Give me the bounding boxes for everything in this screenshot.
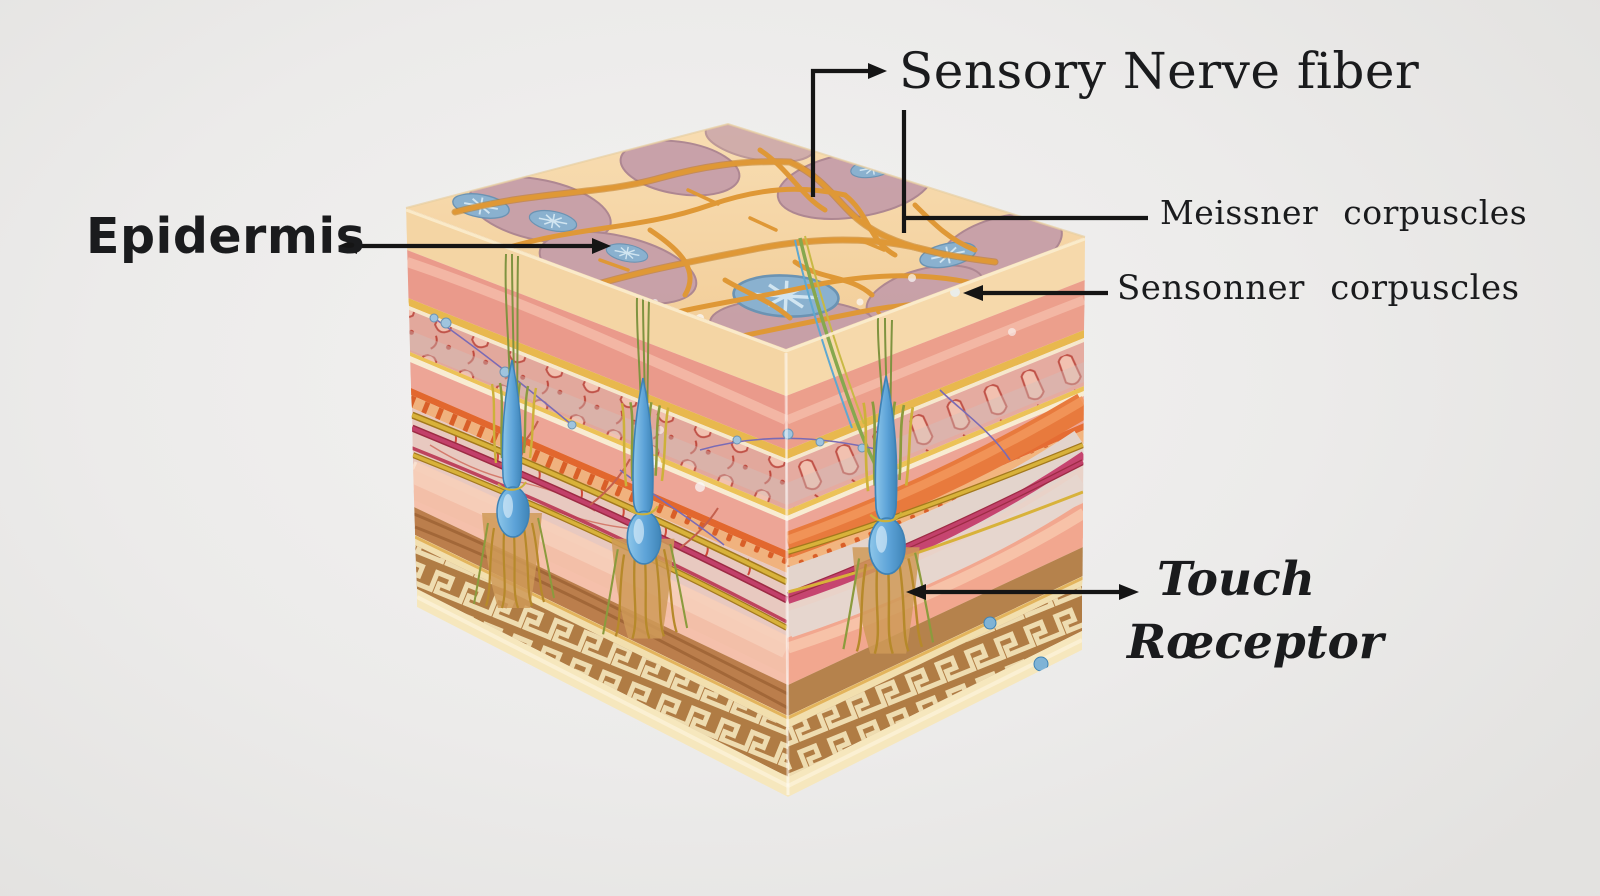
epidermis-leader-arrow [338, 238, 611, 254]
label-sensonner-corpuscles: Sensonner corpuscles [1117, 268, 1520, 308]
sensory-nerve-fiber-leader-arrow [810, 63, 887, 197]
label-touch-receptor-line2: Rœceptor [1127, 615, 1384, 670]
touch-receptor-leader-arrow [906, 584, 1139, 600]
leader-lines [338, 63, 1148, 600]
label-meissner-corpuscles: Meissner corpuscles [1160, 193, 1528, 232]
sensonner-corpuscles-leader-arrow [963, 285, 1108, 301]
label-epidermis: Epidermis [86, 208, 366, 265]
surface-nerve-network [451, 147, 1038, 348]
block-edges [405, 122, 1086, 796]
label-sensory-nerve-fiber: Sensory Nerve fiber [899, 42, 1420, 100]
meissner-corpuscles-leader-line [901, 110, 1148, 233]
front-right-face [786, 237, 1085, 797]
label-touch-receptor-line1: Touch [1157, 552, 1315, 607]
